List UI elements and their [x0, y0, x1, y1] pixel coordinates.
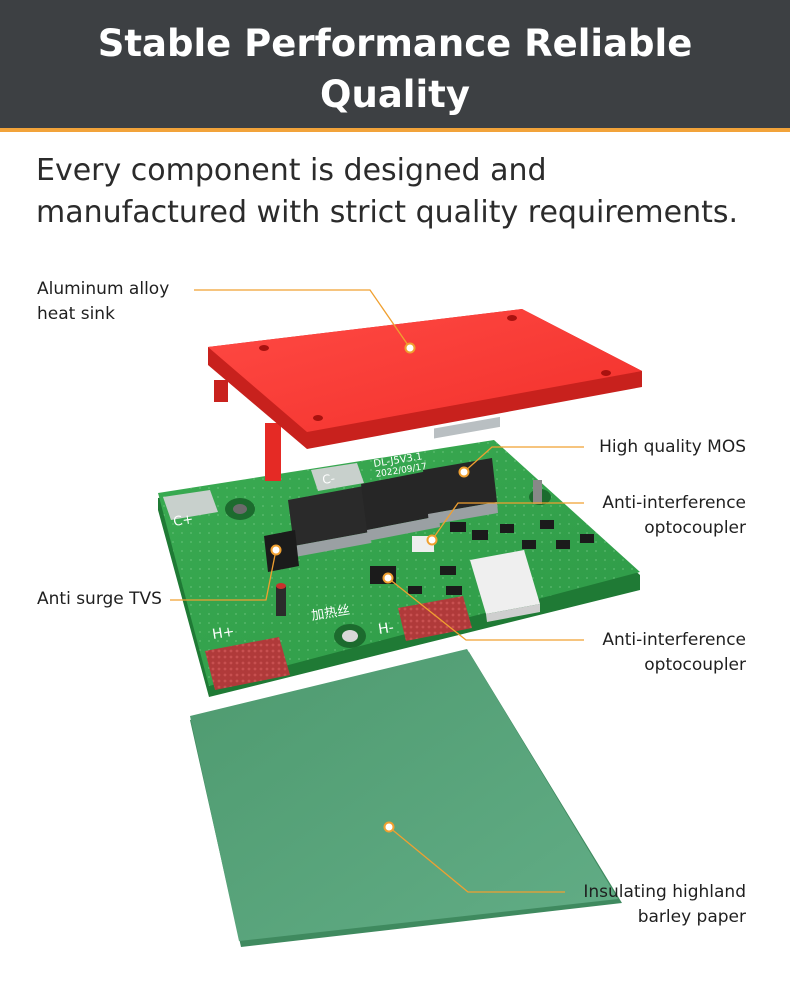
sink-standoff-left [265, 423, 281, 481]
mos-chips [288, 416, 500, 557]
callout-heat-sink: Aluminum alloy heat sink [37, 279, 170, 324]
c-plus-pad [163, 490, 218, 520]
silk-c-minus: C- [321, 471, 336, 487]
subtitle-line2: manufactured with strict quality require… [36, 195, 739, 230]
pcb-board: C+ C- DL-J5V3.1 2022/09/17 H+ H- 加热丝 [158, 416, 640, 697]
h-plus-pad [205, 637, 290, 690]
page-title-line1: Stable Performance Reliable [97, 22, 693, 65]
heat-sink [208, 309, 642, 449]
callout-paper: Insulating highland barley paper [583, 882, 746, 927]
page-title-line2: Quality [320, 73, 470, 116]
silk-c-plus: C+ [172, 512, 194, 530]
callout-optocoupler-top: Anti-interference optocoupler [602, 493, 746, 538]
silk-h-plus: H+ [211, 624, 235, 643]
white-connector [470, 550, 540, 622]
c-minus-pad [311, 463, 364, 491]
sink-standoff-back [214, 380, 228, 402]
banner-accent-bar [0, 128, 790, 132]
subtitle: Every component is designed and manufact… [36, 150, 766, 234]
tvs-diode [264, 530, 299, 572]
callout-optocoupler-bottom: Anti-interference optocoupler [602, 630, 746, 675]
subtitle-line1: Every component is designed and [36, 153, 547, 188]
header-banner: Stable Performance Reliable Quality [0, 0, 790, 128]
silk-h-minus: H- [377, 620, 395, 638]
callout-dots [270, 342, 470, 833]
silk-heat-wire: 加热丝 [310, 603, 351, 624]
insulating-paper [190, 649, 622, 947]
callout-tvs: Anti surge TVS [37, 589, 162, 609]
callout-lines [170, 289, 584, 893]
callout-mos: High quality MOS [599, 437, 746, 457]
